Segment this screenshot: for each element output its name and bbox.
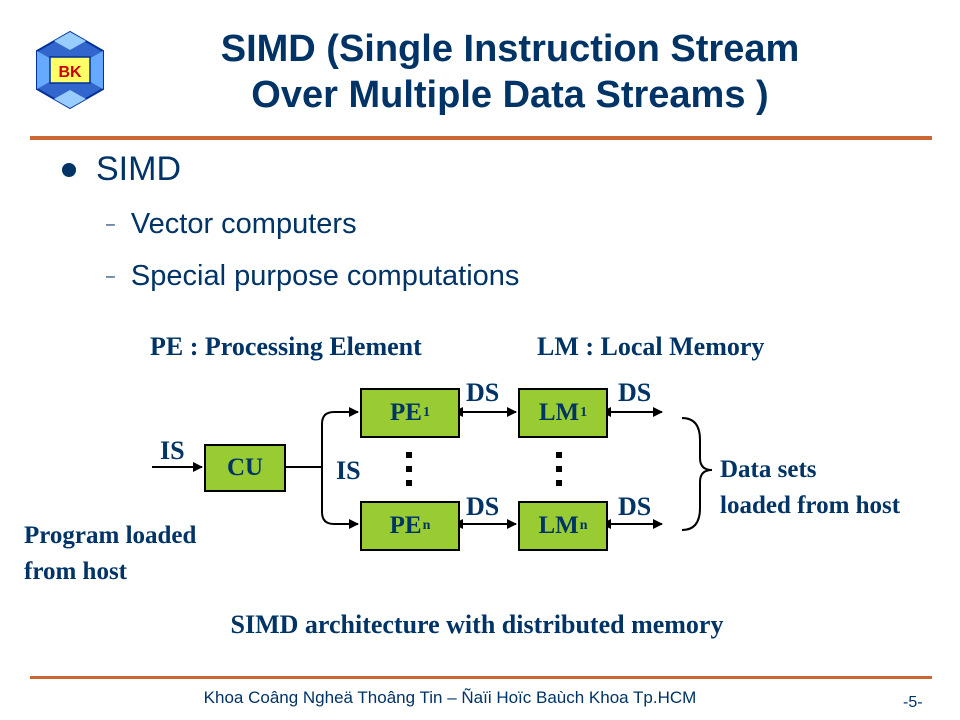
lmn-subscript: n	[579, 518, 588, 533]
data-sets-brace	[681, 417, 713, 531]
cu-label: CU	[226, 454, 264, 481]
pen-subscript: n	[422, 518, 431, 533]
ds-label-bottom-right: DS	[618, 492, 652, 521]
sub-bullet-vector: – Vector computers	[106, 208, 357, 241]
sub-bullet-dash: –	[106, 215, 115, 233]
program-line-2: from host	[24, 558, 128, 585]
slide-title: SIMD (Single Instruction Stream Over Mul…	[110, 26, 910, 118]
sub-bullet-dash: –	[106, 267, 115, 285]
legend-pe: PE : Processing Element	[150, 332, 422, 361]
data-sets-label: Data sets loaded from host	[720, 452, 900, 524]
cu-to-pe-branch	[321, 411, 359, 529]
ds-label-top-left: DS	[466, 378, 500, 407]
bullet-text: SIMD	[96, 150, 181, 188]
program-loaded-label: Program loaded from host	[24, 518, 196, 590]
lm-label: LM	[538, 512, 579, 539]
pe-ellipsis-dots	[406, 452, 412, 486]
ds-label-bottom-left: DS	[466, 492, 500, 521]
diagram-caption: SIMD architecture with distributed memor…	[230, 610, 724, 639]
footer-text: Khoa Coâng Ngheä Thoâng Tin – Ñaïi Hoïc …	[203, 688, 697, 707]
title-line-1: SIMD (Single Instruction Stream	[220, 28, 800, 70]
legend-lm: LM : Local Memory	[537, 332, 765, 361]
footer-rule	[30, 676, 932, 679]
sub-bullet-text: Vector computers	[130, 208, 357, 240]
data-line-2: loaded from host	[720, 492, 901, 519]
bullet-simd: SIMD	[62, 150, 181, 189]
page-number: -5-	[903, 694, 923, 711]
title-line-2: Over Multiple Data Streams )	[251, 74, 769, 116]
sub-bullet-special: – Special purpose computations	[106, 260, 519, 293]
pe-label: PE	[390, 399, 422, 426]
pe1-subscript: 1	[422, 405, 430, 420]
program-line-1: Program loaded	[24, 522, 197, 549]
lm1-subscript: 1	[580, 405, 588, 420]
is-label-mid: IS	[336, 456, 361, 485]
bullet-dot-icon	[62, 162, 76, 177]
title-rule	[30, 136, 932, 140]
sub-bullet-text: Special purpose computations	[130, 260, 520, 292]
is-label-left: IS	[160, 436, 185, 465]
cu-box: CU	[204, 444, 286, 492]
pe-label: PE	[389, 512, 422, 539]
lm-label: LM	[538, 399, 580, 426]
ds-label-top-right: DS	[618, 378, 652, 407]
data-line-1: Data sets	[720, 456, 817, 483]
lm-ellipsis-dots	[556, 452, 562, 486]
